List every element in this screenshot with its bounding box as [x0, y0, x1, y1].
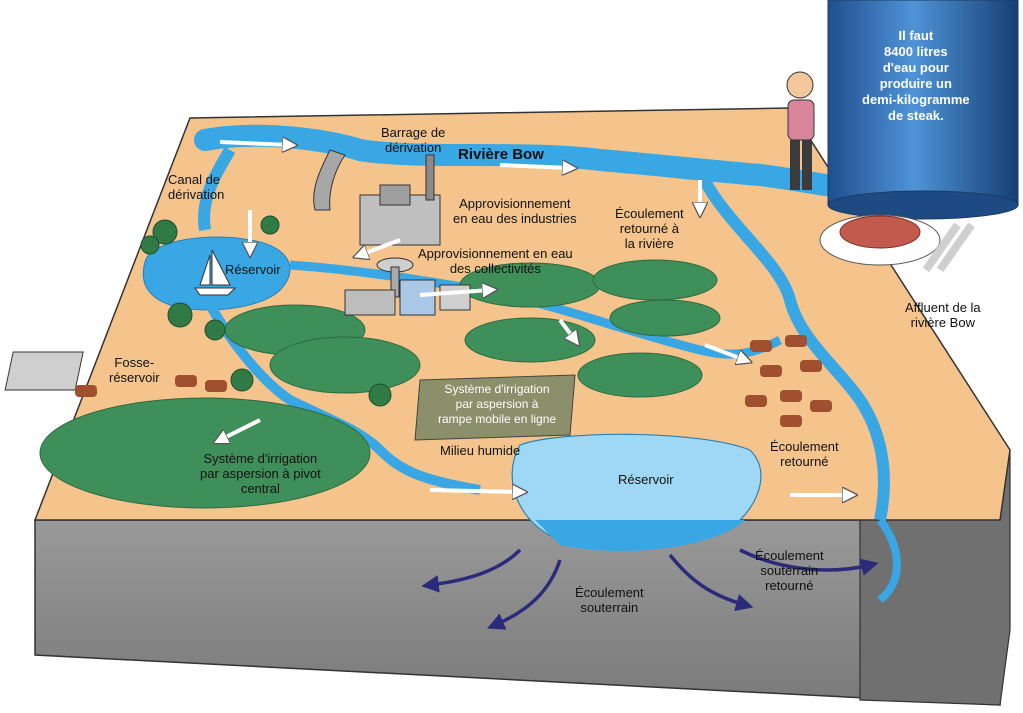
- wheel-line-field: [414, 374, 576, 441]
- water-tank: [827, 0, 1019, 206]
- label-souterrain: Écoulement souterrain: [575, 585, 644, 615]
- label-reservoir-nw: Réservoir: [225, 262, 281, 277]
- label-industries: Approvisionnement en eau des industries: [453, 196, 577, 226]
- pivot-field-large: [39, 397, 371, 509]
- label-collectivites: Approvisionnement en eau des collectivit…: [418, 246, 573, 276]
- flow-arrows: [220, 180, 850, 495]
- ground-front-face: [34, 514, 1001, 706]
- label-souterrain-retourne: Écoulement souterrain retourné: [755, 548, 824, 593]
- steak-plate: [819, 214, 975, 273]
- cattle: [75, 335, 832, 427]
- label-ecoulement-riviere: Écoulement retourné à la rivière: [615, 206, 684, 251]
- field-4: [592, 259, 718, 301]
- label-reservoir-s: Réservoir: [618, 472, 674, 487]
- field-2: [269, 336, 421, 394]
- diversion-dam: [313, 149, 346, 211]
- field-6: [609, 299, 721, 337]
- label-milieu-humide: Milieu humide: [440, 443, 521, 458]
- diversion-canal: [198, 146, 236, 231]
- factory: [359, 154, 441, 246]
- field-7: [577, 352, 703, 398]
- person: [786, 71, 815, 190]
- fosse-reservoir: [4, 351, 84, 391]
- label-rampe: Système d'irrigation par aspersion à ram…: [438, 382, 557, 426]
- town: [344, 257, 471, 316]
- label-pivot: Système d'irrigation par aspersion à piv…: [200, 451, 321, 496]
- label-barrage: Barrage de dérivation: [381, 125, 446, 155]
- underground-arrows: [421, 548, 879, 630]
- label-ecoulement-retourne: Écoulement retourné: [770, 439, 839, 469]
- label-steak-fact: Il faut 8400 litres d'eau pour produire …: [862, 28, 970, 123]
- trees: [140, 215, 392, 407]
- bow-river: [194, 124, 871, 201]
- label-affluent: Affluent de la rivière Bow: [905, 300, 981, 330]
- tributary: [694, 167, 890, 522]
- label-fosse: Fosse- réservoir: [109, 355, 160, 385]
- sailboat: [194, 249, 237, 296]
- label-canal: Canal de dérivation: [168, 172, 225, 202]
- field-5: [464, 317, 596, 363]
- label-riviere-bow: Rivière Bow: [458, 146, 544, 163]
